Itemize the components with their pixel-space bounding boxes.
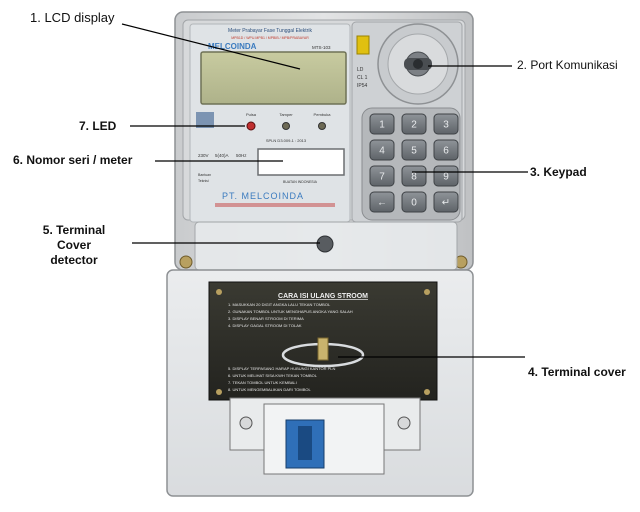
keypad-key: 6 xyxy=(434,140,458,160)
meter-brand: MELCOINDA xyxy=(208,42,257,51)
keypad-key: 1 xyxy=(370,114,394,134)
instruction-line: 3. DISPLAY BENAR STROOM DI TERIMA xyxy=(228,316,304,321)
side-mark-3: IP54 xyxy=(357,83,368,89)
made-in: BUATAN INDONESIA xyxy=(283,180,318,184)
rating-current: 5(40)A xyxy=(215,153,229,158)
screw-left xyxy=(180,256,192,268)
meter-header-line2: MPB1D / WPU.MPB1 / MPBIB / MPB/PRABAYAR xyxy=(231,36,309,40)
keypad-key-label: 9 xyxy=(443,172,449,183)
keypad-key-label: 3 xyxy=(443,120,449,131)
terminal-cover-detector xyxy=(195,222,457,270)
keypad-key-label: 6 xyxy=(443,146,449,157)
spec-text: SPLN D3.009-1 : 2013 xyxy=(266,138,307,143)
callout-detector-line1: 5. Terminal xyxy=(18,223,130,238)
keypad-key-label: 2 xyxy=(411,120,417,131)
callout-detector-line3: detector xyxy=(18,253,130,268)
keypad-key: 4 xyxy=(370,140,394,160)
keypad-key-label: 1 xyxy=(379,120,385,131)
keypad-key-label: 4 xyxy=(379,146,385,157)
keypad: 1 2 3 4 5 6 7 8 9 ← 0 ↵ xyxy=(362,108,460,220)
led-label-tamper: Tamper xyxy=(279,112,293,117)
lcd-display xyxy=(201,52,346,104)
instructions-title: CARA ISI ULANG STROOM xyxy=(278,293,368,300)
rating-voltage: 230V xyxy=(198,153,209,158)
instruction-line: 6. UNTUK MELIHAT SISA KWH TEKAN TOMBOL xyxy=(228,373,318,378)
callout-nomor-seri: 6. Nomor seri / meter xyxy=(13,153,132,167)
keypad-key-label: 5 xyxy=(411,146,417,157)
led-pembuka xyxy=(319,123,326,130)
meter-header-line1: Meter Prabayar Fase Tunggal Elektrik xyxy=(228,28,312,34)
keypad-key: ← xyxy=(370,192,394,212)
keypad-key: 9 xyxy=(434,166,458,186)
callout-detector-line2: Cover xyxy=(18,238,130,253)
keypad-key-label: ← xyxy=(377,198,387,209)
callout-port-komunikasi: 2. Port Komunikasi xyxy=(517,58,618,72)
led-tamper xyxy=(283,123,290,130)
callout-lcd-display: 1. LCD display xyxy=(30,10,115,25)
callout-terminal-cover: 4. Terminal cover xyxy=(528,365,626,379)
rating-frequency: 50Hz xyxy=(236,153,247,158)
instruction-line: 8. UNTUK MENGEMBALIKAN DARI TOMBOL xyxy=(228,387,312,392)
keypad-key: 5 xyxy=(402,140,426,160)
keypad-key: ↵ xyxy=(434,192,458,212)
keypad-key: 2 xyxy=(402,114,426,134)
instruction-line: 7. TEKAN TOMBOL UNTUK KEMBALI xyxy=(228,380,297,385)
keypad-key: 3 xyxy=(434,114,458,134)
warning-sticker xyxy=(357,36,369,54)
instruction-line: 1. MASUKKAN 20 DIGIT ANGKA LALU TEKAN TO… xyxy=(228,302,331,307)
manufacturer-strip xyxy=(215,203,335,207)
callout-keypad: 3. Keypad xyxy=(530,165,587,179)
keypad-key-label: 8 xyxy=(411,172,417,183)
side-mark-2: CL 1 xyxy=(357,75,368,81)
serial-number-plate xyxy=(258,149,344,175)
led-label-pembuka: Pembuka xyxy=(314,112,332,117)
manufacturer: PT. MELCOINDA xyxy=(222,191,304,201)
keypad-key-label: 7 xyxy=(379,172,385,183)
callout-led: 7. LED xyxy=(79,119,116,133)
keypad-key: 0 xyxy=(402,192,426,212)
instruction-line: 4. DISPLAY GAGAL STROOM DI TOLAK xyxy=(228,323,302,328)
side-mark-1: LD xyxy=(357,67,364,73)
keypad-key: 7 xyxy=(370,166,394,186)
keypad-key: 8 xyxy=(402,166,426,186)
meter-model: MTS-103 xyxy=(312,45,331,50)
led-indicator xyxy=(247,122,255,130)
led-label-pulsa: Pulsa xyxy=(246,112,257,117)
instruction-line: 2. GUNAKAN TOMBOL UNTUK MENGHAPUS ANGKA … xyxy=(228,309,353,314)
side-note-1: Bantuan xyxy=(198,173,211,177)
communication-port xyxy=(378,24,458,104)
side-note-2: Teknisi xyxy=(198,179,209,183)
keypad-key-label: ↵ xyxy=(442,198,450,209)
keypad-key-label: 0 xyxy=(411,198,417,209)
instruction-line: 5. DISPLAY TERPASANG HARAP HUBUNGI KANTO… xyxy=(228,366,335,371)
callout-terminal-cover-detector: 5. Terminal Cover detector xyxy=(18,223,130,268)
